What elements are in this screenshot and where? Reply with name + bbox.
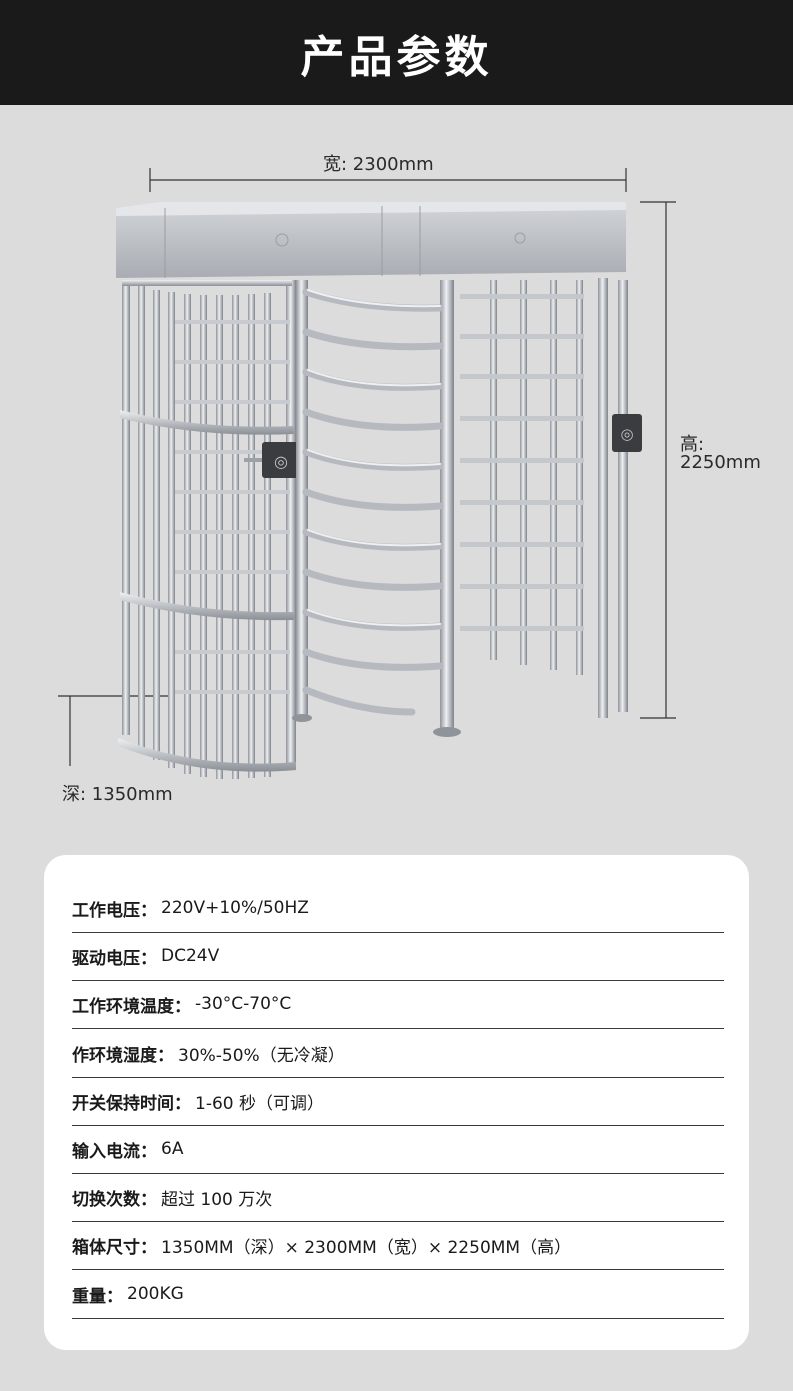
- depth-dimension-label: 深: 1350mm: [62, 784, 173, 805]
- spec-label: 切换次数: [72, 1189, 140, 1210]
- depth-dimension-line: [58, 695, 170, 766]
- width-dimension-label: 宽: 2300mm: [323, 154, 434, 175]
- spec-value: DC24V: [161, 946, 220, 966]
- spec-value: 220V+10%/50HZ: [161, 898, 309, 918]
- rotor-arms: [302, 288, 444, 716]
- left-cage-rails: [118, 280, 296, 772]
- width-dimension-line: [149, 168, 627, 192]
- left-cage-crossbars: [175, 320, 290, 694]
- rotor-arms-highlight: [307, 289, 441, 627]
- spec-value: 1350MM（深）× 2300MM（宽）× 2250MM（高）: [161, 1237, 572, 1258]
- spec-row-input-current: 输入电流 ： 6A: [72, 1125, 724, 1174]
- top-housing: [116, 202, 626, 278]
- spec-row-box-size: 箱体尺寸：1350MM（深）× 2300MM（宽）× 2250MM（高）: [72, 1221, 724, 1270]
- left-cage-bars: [122, 280, 296, 779]
- spec-label: 工作电压: [72, 900, 140, 921]
- spec-label: 输入电流: [72, 1141, 140, 1162]
- spec-row-temperature: 工作环境温度：-30°C-70°C: [72, 980, 724, 1029]
- height-dimension-line: [640, 201, 676, 719]
- specs-card: 工作电压：220V+10%/50HZ 驱动电压：DC24V 工作环境温度：-30…: [44, 855, 749, 1350]
- card-reader-right: ◎: [612, 414, 642, 452]
- spec-label: 驱动电压: [72, 948, 140, 969]
- spec-value: 6A: [161, 1139, 184, 1159]
- turnstile-illustration: ◎: [58, 168, 676, 779]
- spec-row-switch-count: 切换次数：超过 100 万次: [72, 1173, 724, 1222]
- spec-value: 200KG: [127, 1284, 184, 1304]
- page-header: 产品参数: [0, 0, 793, 105]
- spec-label: 工作环境温度: [72, 996, 174, 1017]
- spec-row-humidity: 作环境湿度：30%-50%（无冷凝）: [72, 1029, 724, 1078]
- spec-row-weight: 重量：200KG: [72, 1270, 724, 1319]
- page-title: 产品参数: [300, 31, 493, 83]
- spec-value: 1-60 秒（可调）: [195, 1093, 324, 1114]
- svg-text:◎: ◎: [274, 452, 288, 471]
- height-dimension-value: 2250mm: [680, 452, 761, 473]
- spec-label: 箱体尺寸: [72, 1237, 140, 1258]
- card-reader-left: ◎: [244, 442, 300, 478]
- spec-value: 30%-50%（无冷凝）: [178, 1045, 345, 1066]
- spec-label: 重量: [72, 1286, 106, 1307]
- right-fence-crossbars: [460, 294, 584, 631]
- spec-value: 超过 100 万次: [161, 1189, 273, 1210]
- height-dimension-label: 高:: [680, 434, 705, 455]
- spec-label: 开关保持时间: [72, 1093, 174, 1114]
- rotor-posts: [292, 280, 461, 737]
- right-fence-bars: [490, 278, 628, 718]
- spec-row-working-voltage: 工作电压：220V+10%/50HZ: [72, 884, 724, 933]
- spec-label: 作环境湿度: [72, 1045, 157, 1066]
- svg-text:◎: ◎: [620, 425, 633, 443]
- spec-value: -30°C-70°C: [195, 994, 292, 1014]
- spec-row-hold-time: 开关保持时间：1-60 秒（可调）: [72, 1077, 724, 1126]
- spec-row-drive-voltage: 驱动电压：DC24V: [72, 932, 724, 981]
